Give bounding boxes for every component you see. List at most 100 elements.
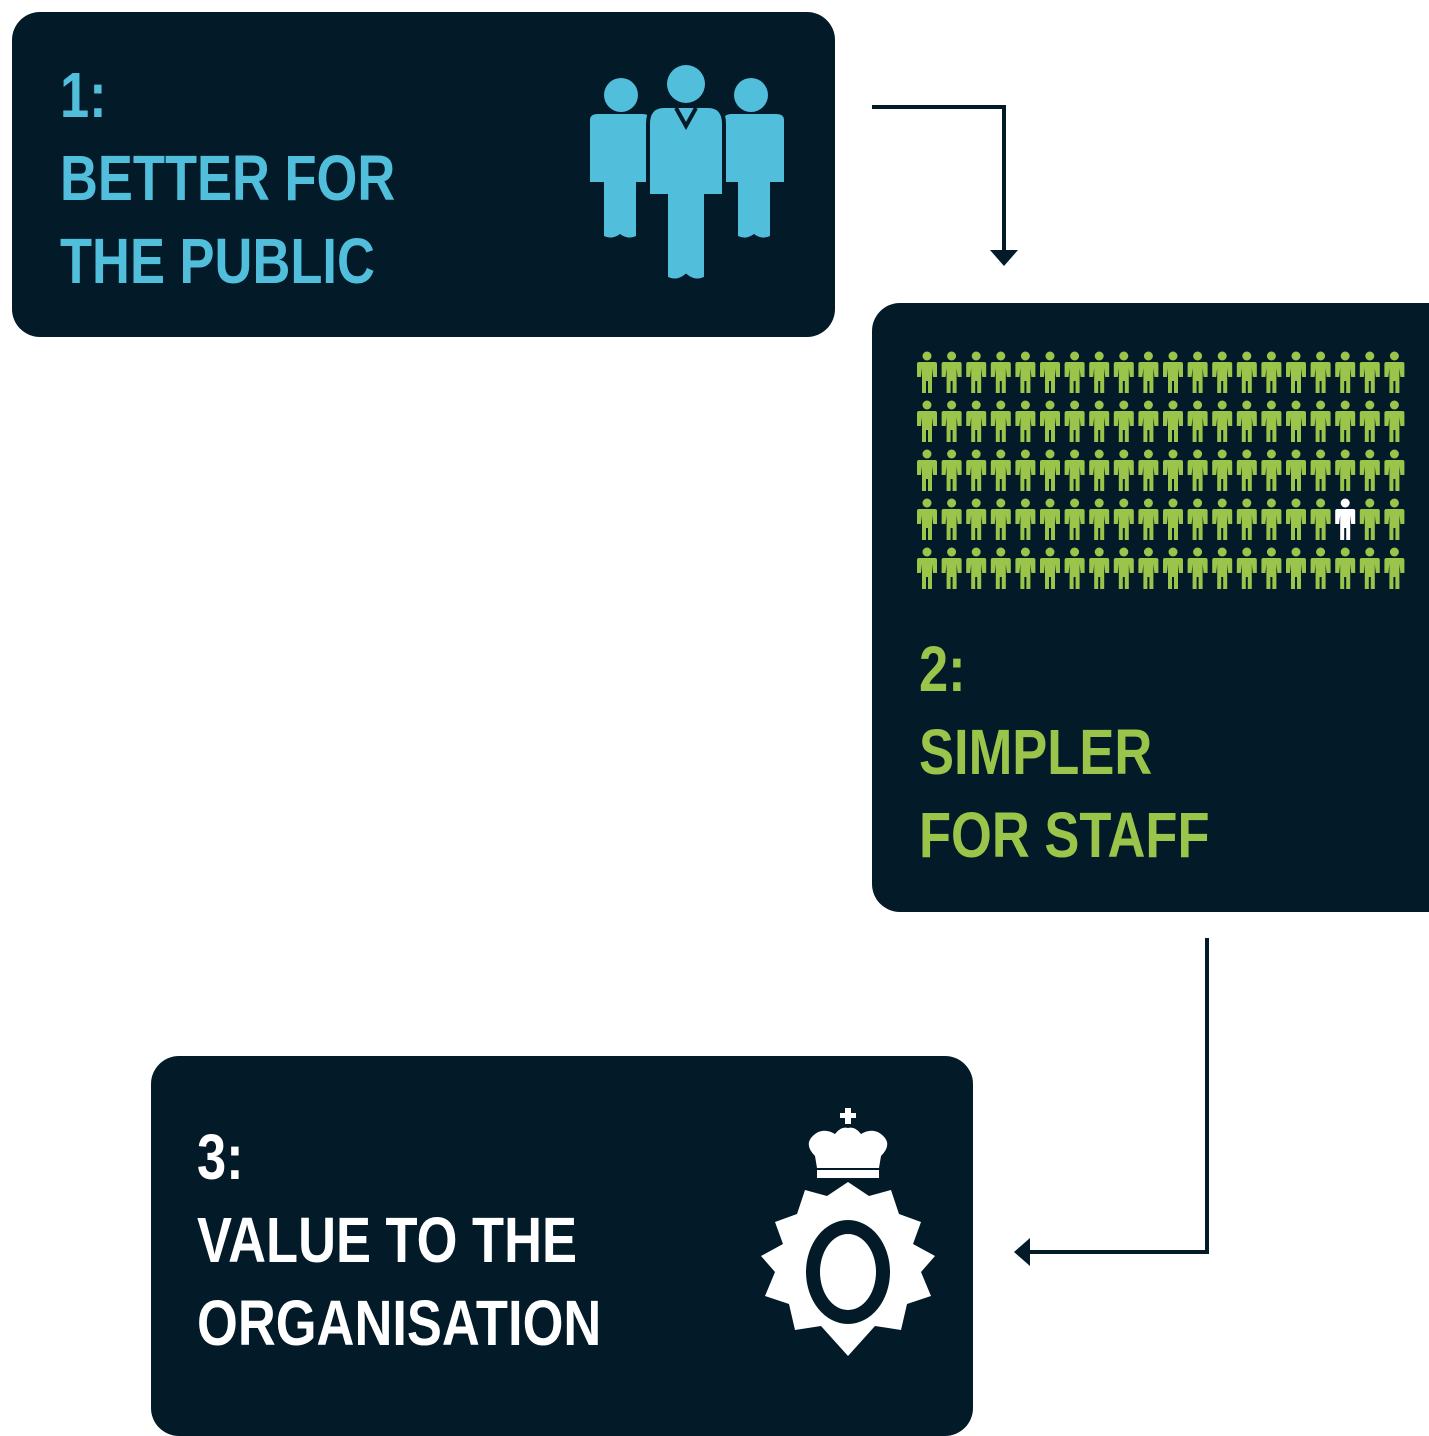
staff-figure-icon bbox=[1015, 400, 1036, 442]
staff-figure-icon bbox=[1384, 498, 1405, 540]
step-card-better-for-public: 1: BETTER FOR THE PUBLIC bbox=[12, 12, 835, 337]
staff-figure-icon bbox=[1286, 498, 1306, 540]
step-card-simpler-for-staff: 2: SIMPLER FOR STAFF bbox=[872, 303, 1429, 912]
police-badge-icon bbox=[761, 1108, 935, 1356]
staff-figure-icon bbox=[1212, 498, 1233, 540]
staff-figure-icon bbox=[966, 449, 987, 491]
staff-figure-icon bbox=[1212, 400, 1233, 442]
staff-figure-icon bbox=[1286, 351, 1306, 393]
staff-figure-icon bbox=[1187, 400, 1208, 442]
staff-figure-icon bbox=[1236, 400, 1257, 442]
staff-figure-icon bbox=[1113, 400, 1134, 442]
staff-figure-icon bbox=[941, 498, 962, 540]
step-2-number: 2: bbox=[919, 633, 966, 705]
staff-figure-icon bbox=[1015, 547, 1036, 589]
staff-figure-icon bbox=[917, 547, 937, 589]
staff-figure-icon bbox=[1089, 547, 1110, 589]
staff-figure-icon bbox=[1064, 547, 1085, 589]
staff-figure-icon bbox=[1236, 351, 1257, 393]
staff-figure-icon bbox=[1138, 547, 1159, 589]
staff-figure-icon bbox=[1089, 400, 1110, 442]
staff-figure-icon bbox=[990, 400, 1011, 442]
staff-figure-icon bbox=[1015, 351, 1036, 393]
staff-figure-icon bbox=[1163, 351, 1183, 393]
step-1-number: 1: bbox=[60, 59, 107, 131]
staff-figure-icon bbox=[1064, 498, 1085, 540]
staff-figure-icon bbox=[990, 547, 1011, 589]
staff-figure-icon bbox=[1335, 449, 1356, 491]
step-2-line-2: FOR STAFF bbox=[919, 799, 1210, 871]
staff-figure-icon bbox=[1064, 449, 1085, 491]
arrow-step2-to-step3 bbox=[1028, 938, 1209, 1254]
step-2-heading: 2: SIMPLER FOR STAFF bbox=[919, 628, 1210, 877]
staff-figure-icon bbox=[1040, 351, 1060, 393]
staff-figure-icon bbox=[1212, 351, 1233, 393]
staff-figure-icon bbox=[1089, 498, 1110, 540]
staff-figure-icon bbox=[1310, 400, 1331, 442]
staff-figure-icon bbox=[1212, 449, 1233, 491]
staff-figure-icon bbox=[1384, 449, 1405, 491]
staff-figure-icon bbox=[1015, 449, 1036, 491]
staff-figure-icon bbox=[1384, 351, 1405, 393]
step-2-line-1: SIMPLER bbox=[919, 716, 1153, 788]
staff-figure-icon bbox=[1113, 351, 1134, 393]
staff-figure-icon bbox=[1286, 400, 1306, 442]
staff-figure-icon bbox=[941, 400, 962, 442]
staff-figure-icon bbox=[1163, 449, 1183, 491]
staff-figure-icon bbox=[966, 351, 987, 393]
staff-figure-icon bbox=[1138, 400, 1159, 442]
staff-figure-icon bbox=[1040, 547, 1060, 589]
step-1-line-1: BETTER FOR bbox=[60, 142, 396, 214]
step-3-line-1: VALUE TO THE bbox=[197, 1204, 578, 1276]
staff-figure-icon bbox=[966, 400, 987, 442]
staff-figure-icon bbox=[1359, 400, 1380, 442]
staff-figure-icon bbox=[1236, 449, 1257, 491]
staff-figure-icon bbox=[1113, 498, 1134, 540]
step-1-heading: 1: BETTER FOR THE PUBLIC bbox=[60, 54, 395, 303]
staff-figure-icon bbox=[941, 449, 962, 491]
staff-figure-icon bbox=[1015, 498, 1036, 540]
step-3-number: 3: bbox=[197, 1121, 244, 1193]
staff-figure-icon bbox=[1286, 449, 1306, 491]
staff-figure-icon bbox=[1310, 547, 1331, 589]
staff-figure-icon bbox=[1040, 400, 1060, 442]
staff-figure-icon bbox=[1187, 449, 1208, 491]
arrow-step1-to-step2 bbox=[872, 105, 1006, 252]
step-1-line-2: THE PUBLIC bbox=[60, 225, 375, 297]
staff-figure-icon bbox=[1187, 547, 1208, 589]
staff-figure-icon bbox=[917, 449, 937, 491]
staff-figure-icon bbox=[1187, 351, 1208, 393]
staff-figure-icon bbox=[1359, 547, 1380, 589]
people-group-icon bbox=[590, 65, 784, 283]
staff-figure-icon bbox=[1384, 547, 1405, 589]
staff-figure-icon bbox=[1064, 400, 1085, 442]
staff-figure-icon bbox=[1236, 498, 1257, 540]
staff-figure-icon bbox=[1359, 449, 1380, 491]
staff-figure-icon bbox=[1261, 449, 1282, 491]
staff-figure-icon bbox=[1359, 498, 1380, 540]
step-card-value-to-organisation: 3: VALUE TO THE ORGANISATION bbox=[151, 1056, 973, 1436]
staff-figures-grid-icon bbox=[917, 351, 1405, 589]
staff-figure-icon bbox=[1335, 400, 1356, 442]
staff-figure-icon bbox=[966, 498, 987, 540]
staff-figure-icon bbox=[1310, 351, 1331, 393]
staff-figure-icon bbox=[1261, 547, 1282, 589]
staff-figure-icon bbox=[1064, 351, 1085, 393]
staff-figure-icon bbox=[1089, 351, 1110, 393]
staff-figure-icon bbox=[1113, 547, 1134, 589]
staff-figure-icon bbox=[1113, 449, 1134, 491]
staff-figure-icon bbox=[1138, 351, 1159, 393]
staff-figure-icon bbox=[1384, 400, 1405, 442]
staff-figure-icon bbox=[1236, 547, 1257, 589]
staff-figure-icon bbox=[990, 351, 1011, 393]
staff-figure-icon bbox=[1138, 449, 1159, 491]
staff-figure-icon bbox=[990, 498, 1011, 540]
staff-figure-icon bbox=[1310, 498, 1331, 540]
staff-figure-icon bbox=[1040, 498, 1060, 540]
step-3-heading: 3: VALUE TO THE ORGANISATION bbox=[197, 1116, 601, 1365]
staff-figure-icon bbox=[990, 449, 1011, 491]
step-3-line-2: ORGANISATION bbox=[197, 1287, 602, 1359]
staff-figure-icon bbox=[1286, 547, 1306, 589]
staff-figure-icon bbox=[941, 547, 962, 589]
